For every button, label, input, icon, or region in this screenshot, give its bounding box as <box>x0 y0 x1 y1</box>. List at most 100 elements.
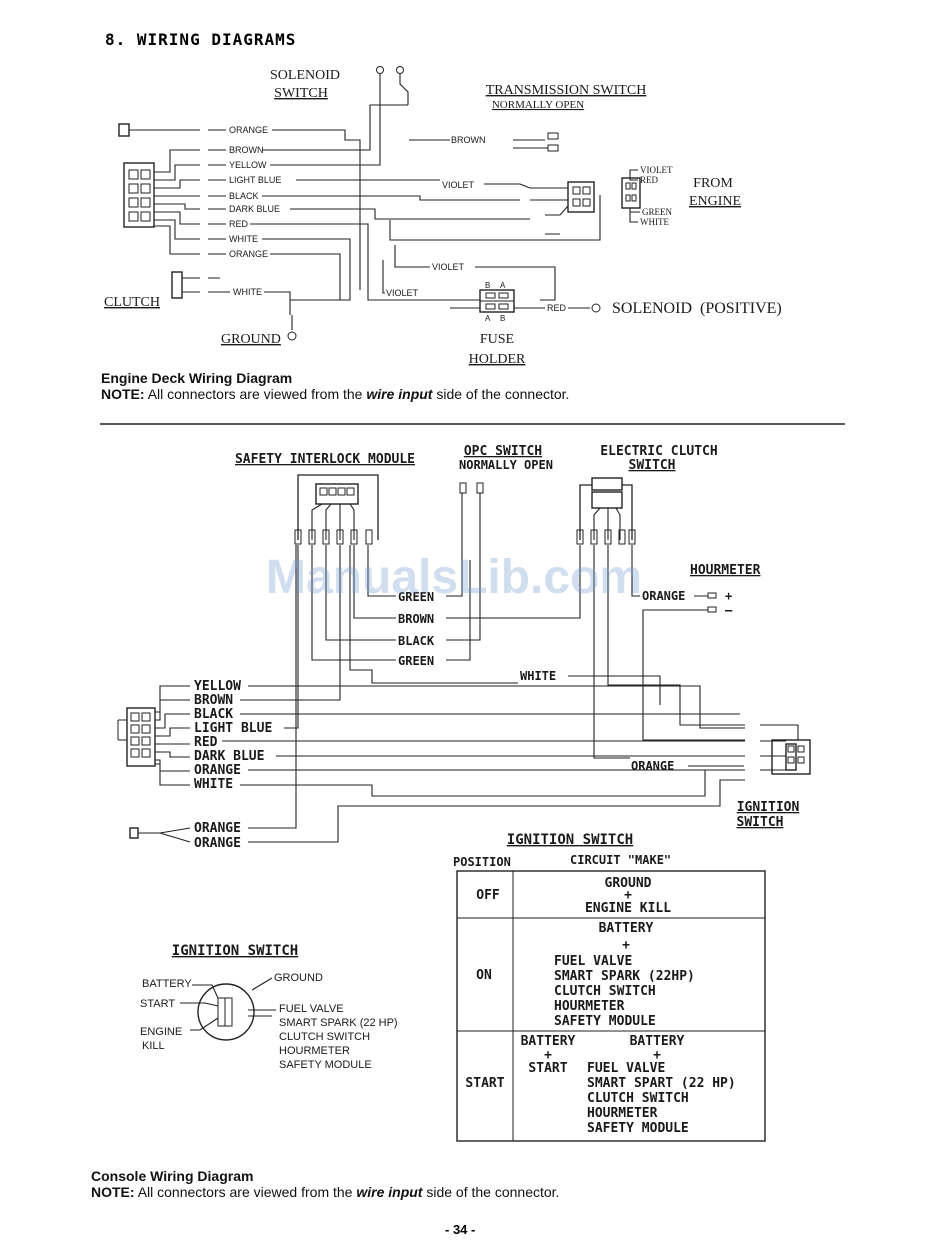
harness-wire-black: BLACK <box>194 707 233 722</box>
harness-wire-dark-blue: DARK BLUE <box>194 749 264 764</box>
opc-switch-terminal-icon <box>459 482 484 494</box>
console-note-label: NOTE: <box>91 1184 135 1200</box>
ignition-start-left-1: BATTERY <box>521 1034 576 1049</box>
harness-wire-brown: BROWN <box>194 693 233 708</box>
watermark: ManualsLib.com <box>266 551 643 604</box>
console-caption: Console Wiring Diagram NOTE: All connect… <box>91 1168 559 1200</box>
ignition-switch-icon <box>197 983 255 1041</box>
harness-wire-white: WHITE <box>194 777 233 792</box>
solenoid-switch-label-1: SOLENOID <box>270 68 340 83</box>
ignition-off-line-3: ENGINE KILL <box>585 901 671 916</box>
electric-clutch-label: ELECTRIC CLUTCH <box>600 444 717 459</box>
ignition-start-right-1: BATTERY <box>630 1034 685 1049</box>
opc-switch-sublabel: NORMALLY OPEN <box>459 458 553 472</box>
violet-wire-label-2: VIOLET <box>432 262 465 272</box>
harness-wire-red: RED <box>194 735 218 750</box>
wire-label-red: RED <box>229 219 249 229</box>
ignition-on-line-6: HOURMETER <box>554 999 625 1014</box>
from-engine-violet: VIOLET <box>640 165 673 175</box>
ignition-figure-title: IGNITION SWITCH <box>172 943 298 959</box>
transmission-switch-connector-icon <box>513 132 559 152</box>
ignition-switch-connector-label-1: IGNITION <box>737 800 800 815</box>
transmission-switch-label: TRANSMISSION SWITCH <box>486 83 647 98</box>
fuse-holder-label-2: HOLDER <box>469 352 526 367</box>
ignition-start-right-6: HOURMETER <box>587 1106 658 1121</box>
white-wire-label: WHITE <box>520 669 556 683</box>
console-harness-connector-icon <box>117 685 190 786</box>
harness-wire-orange: ORANGE <box>194 763 241 778</box>
solenoid-terminal-icon <box>376 66 409 105</box>
hourmeter-wire-label: ORANGE <box>642 589 685 603</box>
bottom-wire-orange-2: ORANGE <box>194 836 241 851</box>
wire-label-light-blue: LIGHT BLUE <box>229 175 281 185</box>
ignition-on-line-4: SMART SPARK (22HP) <box>554 969 695 984</box>
ignition-battery-label: BATTERY <box>142 978 192 990</box>
ignition-start-position: START <box>465 1076 504 1091</box>
from-engine-connector-icon <box>621 169 641 223</box>
engine-deck-diagram: SOLENOID SWITCH TRANSMISSION SWITCH NORM… <box>104 66 782 367</box>
ignition-output-2: SMART SPARK (22 HP) <box>279 1017 398 1029</box>
ignition-output-5: SAFETY MODULE <box>279 1059 372 1071</box>
ignition-on-line-1: BATTERY <box>599 921 654 936</box>
engine-deck-caption-note: NOTE: All connectors are viewed from the… <box>101 386 569 402</box>
ignition-off-position: OFF <box>476 888 500 903</box>
console-diagram: SAFETY INTERLOCK MODULE OPC SWITCH NORMA… <box>117 444 811 851</box>
console-note-pre: All connectors are viewed from the <box>137 1184 357 1200</box>
violet-wire-label: VIOLET <box>442 180 475 190</box>
ignition-engine-label: ENGINE <box>140 1026 182 1038</box>
ignition-switch-figure: IGNITION SWITCH BATTERY START ENGINE KIL… <box>140 943 398 1071</box>
ignition-start-right-7: SAFETY MODULE <box>587 1121 689 1136</box>
page-number: - 34 - <box>445 1222 476 1237</box>
brown-wire-label: BROWN <box>451 135 486 145</box>
clutch-label: CLUTCH <box>104 295 160 310</box>
console-caption-title: Console Wiring Diagram <box>91 1168 254 1184</box>
left-wire-bundle <box>129 129 226 255</box>
hourmeter-terminals <box>631 545 745 741</box>
ignition-on-line-7: SAFETY MODULE <box>554 1014 656 1029</box>
engine-deck-note-pre: All connectors are viewed from the <box>147 386 367 402</box>
wire-label-dark-blue: DARK BLUE <box>229 204 280 214</box>
engine-deck-caption: Engine Deck Wiring Diagram NOTE: All con… <box>101 370 569 402</box>
wire-label-white: WHITE <box>229 234 258 244</box>
console-harness-routing <box>222 545 745 843</box>
clutch-wire-label: WHITE <box>233 287 262 297</box>
from-engine-label-1: FROM <box>693 176 733 191</box>
safety-module-pins <box>294 529 373 545</box>
ignition-on-line-3: FUEL VALVE <box>554 954 632 969</box>
ignition-switch-connector-icon <box>760 724 811 775</box>
ignition-start-left-2: + <box>544 1048 552 1063</box>
ignition-switch-connector-label-2: SWITCH <box>737 815 784 830</box>
fuse-terminal-b-2: B <box>500 314 505 323</box>
fuse-terminal-b: B <box>485 281 490 290</box>
mid-connector-icon <box>530 181 595 235</box>
single-connector-icon <box>118 123 130 137</box>
console-mid-wiring <box>311 493 745 767</box>
ignition-switch-table: IGNITION SWITCH POSITION CIRCUIT "MAKE" … <box>453 832 766 1142</box>
fuse-terminal-a-2: A <box>485 314 491 323</box>
violet-wire-label-3: VIOLET <box>386 288 419 298</box>
engine-wire-routing <box>250 92 601 301</box>
engine-deck-note-post: side of the connector. <box>432 386 570 402</box>
from-engine-green: GREEN <box>642 207 672 217</box>
ignition-output-4: HOURMETER <box>279 1045 350 1057</box>
ignition-ground-label: GROUND <box>274 972 323 984</box>
hourmeter-minus: – <box>725 603 733 617</box>
from-engine-red: RED <box>640 175 659 185</box>
red-wire-label: RED <box>547 303 567 313</box>
ignition-table-position-header: POSITION <box>453 855 511 869</box>
wire-label-orange: ORANGE <box>229 125 268 135</box>
engine-deck-caption-title: Engine Deck Wiring Diagram <box>101 370 293 386</box>
transmission-switch-sublabel: NORMALLY OPEN <box>492 99 584 111</box>
engine-deck-note-label: NOTE: <box>101 386 145 402</box>
solenoid-switch-label-2: SWITCH <box>274 86 328 101</box>
fuse-terminal-a: A <box>500 281 506 290</box>
fuse-holder-icon <box>450 289 601 313</box>
ignition-off-line-2: + <box>624 888 632 903</box>
bottom-wire-orange-1: ORANGE <box>194 821 241 836</box>
opc-switch-label: OPC SWITCH <box>464 444 542 459</box>
hourmeter-label: HOURMETER <box>690 563 761 578</box>
ignition-output-1: FUEL VALVE <box>279 1003 344 1015</box>
electric-clutch-sublabel: SWITCH <box>629 458 676 473</box>
